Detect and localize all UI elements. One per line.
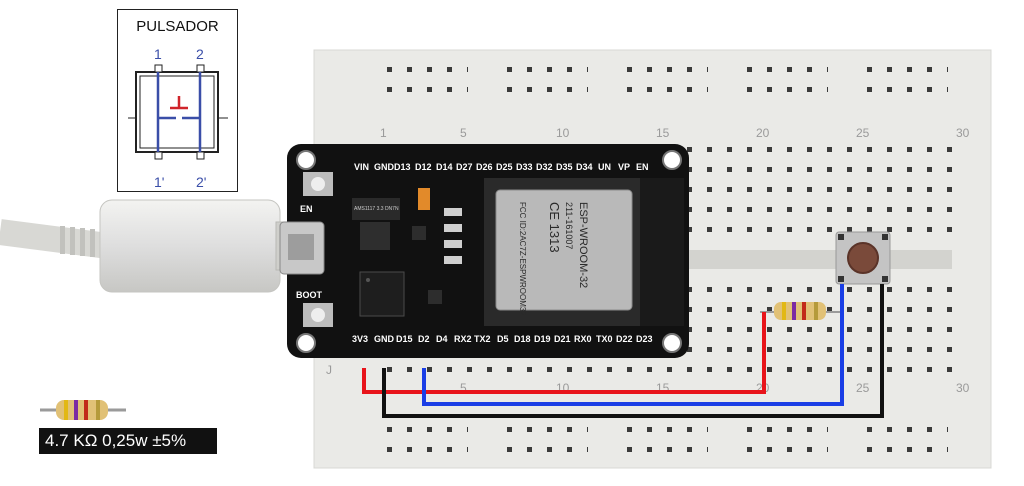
pin-2-prime-label: 2'	[196, 174, 206, 190]
pin-label: D13	[394, 162, 411, 172]
pin-label: RX0	[574, 334, 592, 344]
pin-label: GND	[374, 334, 395, 344]
usb-serial-chip	[359, 271, 405, 317]
pin-2-label: 2	[196, 46, 204, 62]
col-number-top: 10	[556, 126, 570, 140]
col-number-bottom: 25	[856, 381, 870, 395]
push-button[interactable]	[835, 231, 891, 285]
col-number-top: 30	[956, 126, 970, 140]
regulator-text: AMS1117 3.3 DN7N	[354, 206, 399, 212]
pin-1-prime-label: 1'	[154, 174, 164, 190]
row-letter: J	[326, 363, 332, 377]
pin-label: D19	[534, 334, 551, 344]
pin-label: D32	[536, 162, 553, 172]
pin-label: UN	[598, 162, 611, 172]
col-number-top: 20	[756, 126, 770, 140]
wire-3v3	[362, 312, 766, 394]
pin-label: D4	[436, 334, 448, 344]
top-pin-labels: VIN GND D13 D12 D14 D27 D26 D25 D33 D32 …	[354, 162, 649, 172]
esp-wroom-32-module: ESP-WROOM-32 211-161007 CE 1313 FCC ID:2…	[484, 178, 684, 326]
resistor-spec-label: 4.7 KΩ 0,25w ±5%	[39, 428, 217, 454]
en-label: EN	[300, 204, 313, 214]
esp32-board: EN BOOT AMS1117 3.3 DN7N	[279, 144, 689, 358]
module-line2: 211-161007	[564, 202, 574, 249]
pin-label: D23	[636, 334, 653, 344]
pin-label: D26	[476, 162, 493, 172]
pin-label: RX2	[454, 334, 472, 344]
module-line3: FCC ID:2AC7Z-ESPWROOM32	[518, 202, 527, 316]
en-button[interactable]	[303, 172, 333, 196]
voltage-regulator: AMS1117 3.3 DN7N	[352, 198, 400, 250]
col-number-top: 1	[380, 126, 387, 140]
pin-label: D25	[496, 162, 513, 172]
pin-label: D33	[516, 162, 533, 172]
pulsador-title: PULSADOR	[136, 18, 219, 35]
wire-d2	[422, 284, 844, 406]
pin-label: D14	[436, 162, 453, 172]
bottom-pin-labels: 3V3 GND D15 D2 D4 RX2 TX2 D5 D18 D19 D21…	[352, 334, 653, 344]
col-number-top: 15	[656, 126, 670, 140]
resistor-icon	[40, 400, 126, 420]
col-number-bottom: 5	[460, 381, 467, 395]
pin-label: D15	[396, 334, 413, 344]
pin-label: 3V3	[352, 334, 368, 344]
col-number-bottom: 30	[956, 381, 970, 395]
pulsador-symbol: 1 2 1' 2'	[128, 46, 228, 190]
pulsador-diagram: PULSADOR 1 2 1' 2'	[117, 9, 238, 192]
pin-label: D5	[497, 334, 509, 344]
pin-label: EN	[636, 162, 649, 172]
pin-label: D27	[456, 162, 473, 172]
module-ce: CE 1313	[547, 202, 562, 253]
boot-button[interactable]	[303, 303, 333, 327]
pin-label: D21	[554, 334, 571, 344]
pin-label: D2	[418, 334, 430, 344]
pin-label: D22	[616, 334, 633, 344]
pin-label: VP	[618, 162, 630, 172]
module-line1: ESP-WROOM-32	[577, 202, 589, 288]
usb-cable	[0, 199, 291, 293]
top-power-rail	[376, 62, 948, 100]
boot-label: BOOT	[296, 290, 323, 300]
center-channel	[680, 250, 952, 269]
pin-label: D34	[576, 162, 593, 172]
pin-label: TX0	[596, 334, 613, 344]
pin-label: D12	[415, 162, 432, 172]
col-number-top: 5	[460, 126, 467, 140]
pin-label: D35	[556, 162, 573, 172]
wire-gnd	[382, 284, 884, 418]
pin-label: VIN	[354, 162, 369, 172]
pin-label: TX2	[474, 334, 491, 344]
pull-down-resistor	[760, 302, 844, 320]
pin-label: D18	[514, 334, 531, 344]
bottom-power-rail	[376, 418, 948, 456]
pin-label: GND	[374, 162, 395, 172]
col-number-top: 25	[856, 126, 870, 140]
pin-1-label: 1	[154, 46, 162, 62]
wires	[362, 284, 884, 418]
